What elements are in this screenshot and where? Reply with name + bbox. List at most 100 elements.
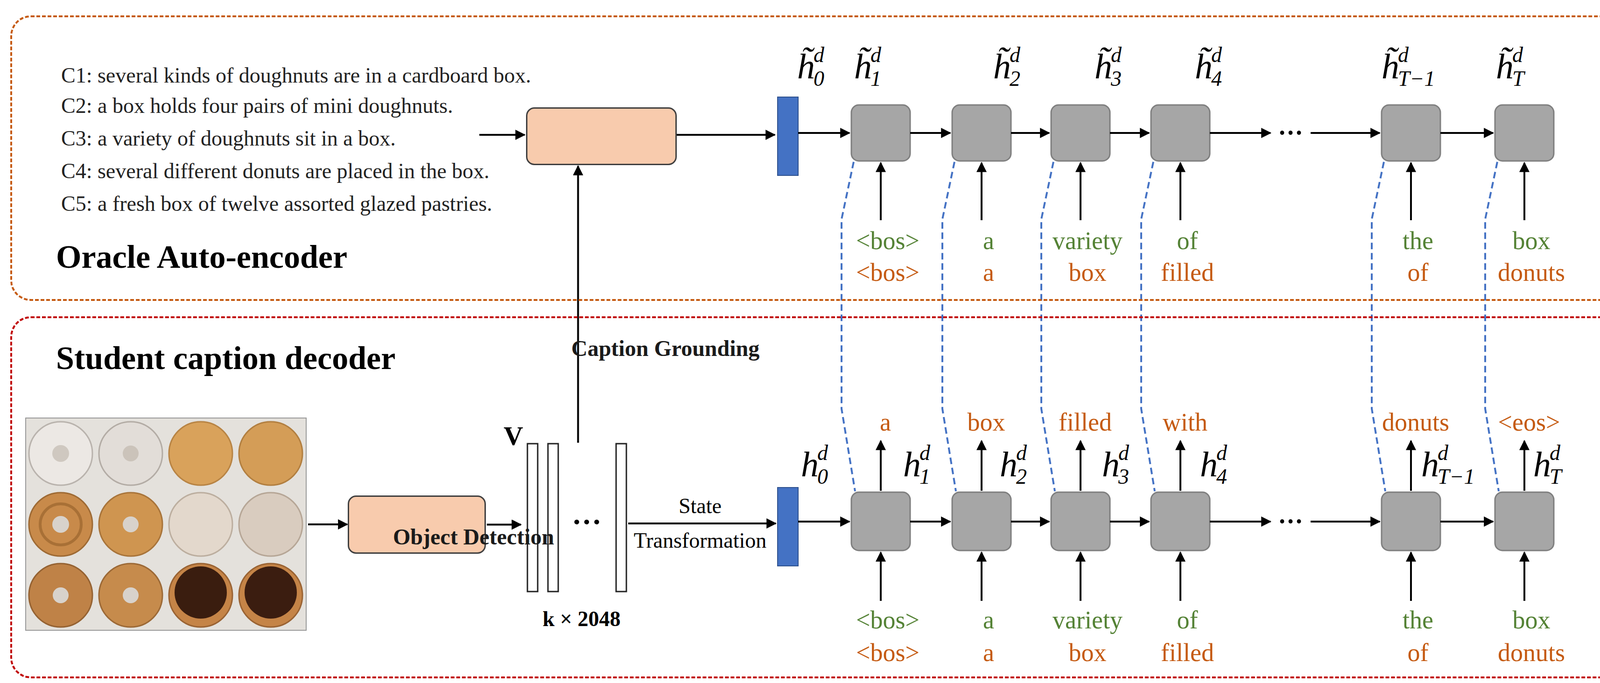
doughnut	[98, 421, 163, 486]
flow-arrow	[1310, 132, 1380, 134]
input-arrow	[980, 552, 983, 602]
distillation-link	[1371, 161, 1386, 492]
doughnut-hole	[52, 587, 69, 604]
subscript: 4	[1211, 68, 1222, 90]
feature-bar	[547, 443, 559, 592]
input-word: <bos>	[856, 605, 920, 635]
input-word: box	[1068, 258, 1107, 288]
input-arrow	[879, 552, 882, 602]
distillation-link	[942, 161, 956, 492]
process-box: Caption Grounding	[526, 107, 677, 166]
flow-arrow	[1209, 132, 1271, 134]
doughnut-hole	[122, 445, 139, 462]
lstm-cell	[1150, 492, 1210, 551]
superscript: d	[813, 44, 825, 66]
input-word: filled	[1160, 258, 1215, 288]
lstm-cell	[851, 105, 911, 162]
ellipsis: ···	[571, 505, 602, 540]
doughnut-photo	[25, 418, 307, 631]
region-panel: Student caption decoderObject DetectionV…	[10, 316, 1600, 679]
distillation-link	[1485, 161, 1499, 492]
flow-arrow	[798, 520, 850, 523]
doughnut	[168, 563, 233, 628]
process-label: State Transformation	[620, 489, 780, 559]
doughnut	[168, 492, 233, 557]
superscript: d	[1397, 44, 1409, 66]
hidden-state-symbol: h̃	[797, 48, 815, 85]
lstm-cell	[1494, 105, 1554, 162]
input-word: filled	[1160, 638, 1215, 668]
doughnut	[28, 492, 93, 557]
subscript: T	[1549, 466, 1562, 488]
output-word: donuts	[1382, 407, 1450, 437]
output-word: <eos>	[1498, 407, 1561, 437]
subscript: 3	[1110, 68, 1122, 90]
superscript: d	[817, 442, 829, 464]
flow-arrow	[479, 133, 525, 136]
output-word: box	[967, 407, 1006, 437]
flow-arrow	[1440, 520, 1494, 523]
output-arrow	[879, 441, 882, 492]
doughnut-ridge	[40, 504, 82, 546]
subscript: 2	[1016, 466, 1027, 488]
input-arrow	[1079, 162, 1082, 221]
flow-arrow	[910, 520, 951, 523]
doughnut	[28, 563, 93, 628]
input-word: <bos>	[856, 226, 920, 256]
superscript: d	[870, 44, 882, 66]
subscript: 2	[1009, 68, 1021, 90]
lstm-cell	[1051, 492, 1110, 551]
stack-label: V	[503, 421, 524, 453]
feature-bar	[527, 443, 538, 592]
input-word: the	[1402, 226, 1434, 256]
ellipsis: ···	[1277, 507, 1304, 537]
input-arrow	[1523, 162, 1526, 221]
input-word: variety	[1052, 605, 1123, 635]
input-word: a	[982, 258, 995, 288]
lstm-cell	[1381, 105, 1441, 162]
lstm-cell	[1494, 492, 1554, 551]
region-title: Student caption decoder	[56, 339, 396, 378]
hidden-state-symbol: h	[999, 446, 1018, 483]
output-word: a	[879, 407, 892, 437]
input-arrow	[980, 162, 983, 221]
hidden-state-symbol: h̃	[854, 48, 872, 85]
caption-text: C3: a variety of doughnuts sit in a box.	[61, 126, 396, 152]
subscript: 1	[870, 68, 882, 90]
doughnut-hole	[52, 516, 70, 534]
feature-bar	[616, 443, 627, 592]
doughnut	[168, 421, 233, 486]
input-word: box	[1512, 605, 1551, 635]
hidden-state-symbol: h	[1421, 446, 1439, 483]
input-word: a	[982, 605, 995, 635]
output-arrow	[980, 441, 983, 492]
hidden-state-symbol: h̃	[1094, 48, 1113, 85]
lstm-cell	[952, 492, 1011, 551]
subscript: 1	[919, 466, 931, 488]
flow-arrow	[1310, 520, 1380, 523]
superscript: d	[1549, 442, 1561, 464]
input-arrow	[1410, 552, 1412, 602]
flow-arrow	[1010, 520, 1050, 523]
chocolate-glaze	[174, 566, 227, 619]
subscript: 3	[1118, 466, 1130, 488]
input-arrow	[1079, 552, 1082, 602]
superscript: d	[1016, 442, 1027, 464]
input-word: of	[1407, 638, 1429, 668]
doughnut	[28, 421, 93, 486]
subscript: 4	[1216, 466, 1228, 488]
hidden-state-symbol: h	[1533, 446, 1551, 483]
caption-text: C4: several different donuts are placed …	[61, 159, 490, 184]
hidden-state-symbol: h	[1200, 446, 1218, 483]
input-word: the	[1402, 605, 1434, 635]
initial-state-bar	[777, 487, 799, 567]
input-word: box	[1512, 226, 1551, 256]
flow-arrow	[1209, 520, 1271, 523]
hidden-state-symbol: h	[903, 446, 921, 483]
superscript: d	[1118, 442, 1130, 464]
subscript: T−1	[1437, 466, 1475, 488]
photo-frame	[25, 418, 307, 631]
input-word: donuts	[1497, 638, 1565, 668]
lstm-cell	[851, 492, 911, 551]
